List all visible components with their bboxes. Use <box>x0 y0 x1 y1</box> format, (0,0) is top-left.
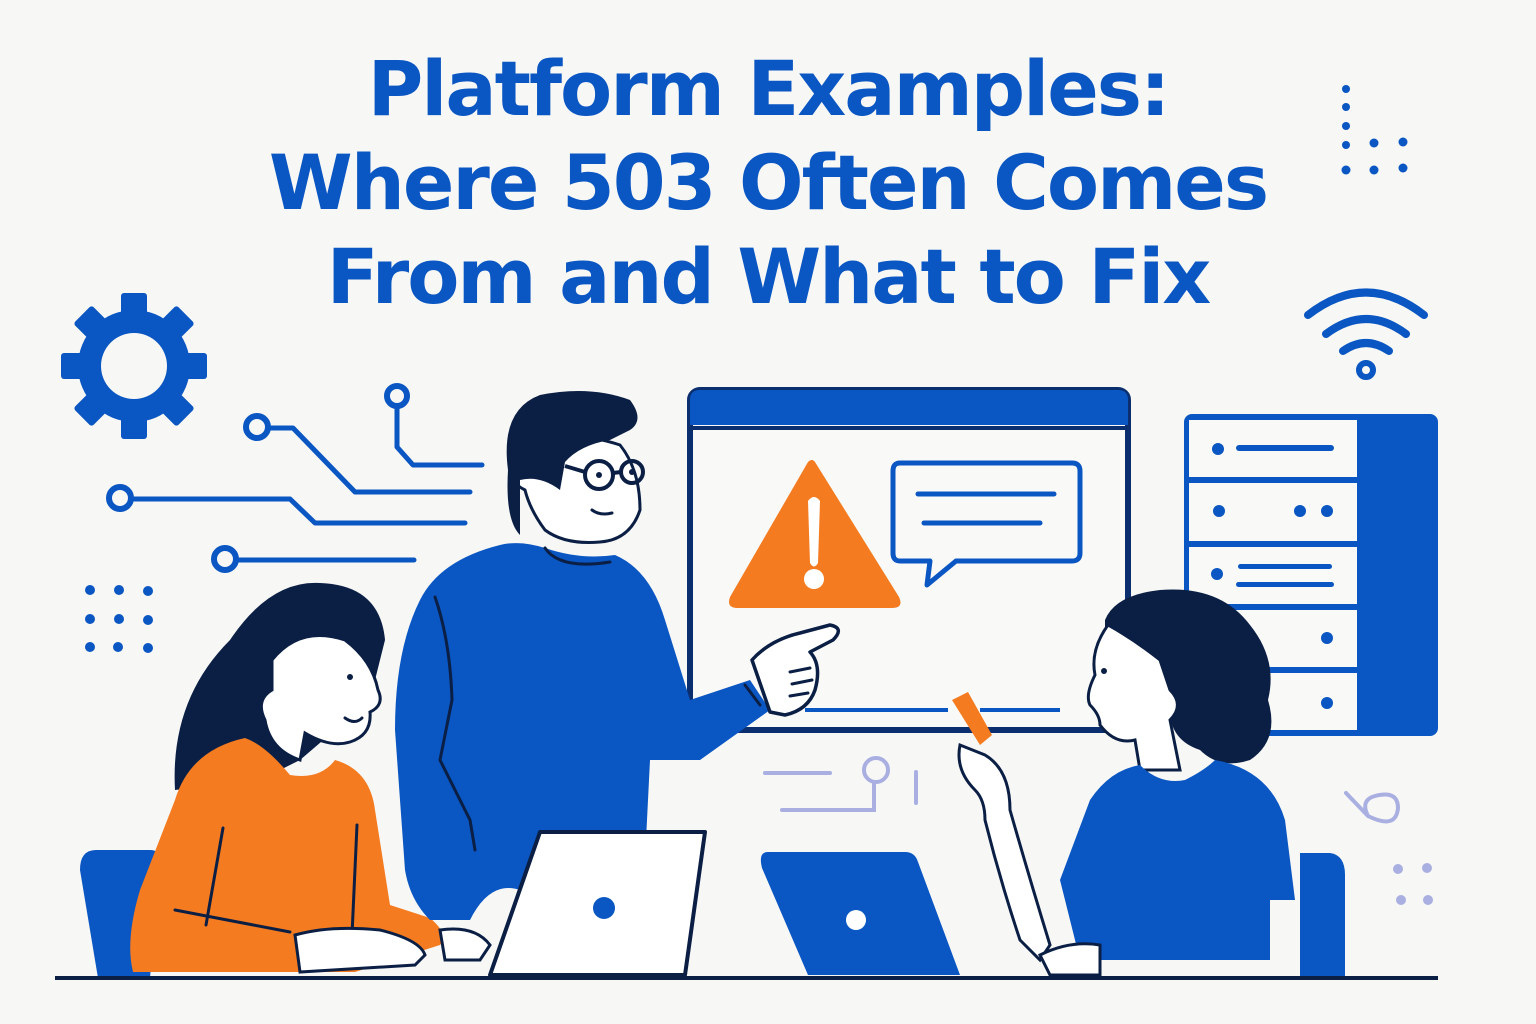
dot-grid-icon <box>1393 863 1433 905</box>
title-line-3: From and What to Fix <box>326 232 1212 321</box>
dot-grid-icon <box>1341 85 1408 175</box>
warning-triangle-icon: ! <box>0 0 901 608</box>
alert-symbol: ! <box>0 0 1 1</box>
speech-bubble-icon <box>890 460 1083 588</box>
pencil-icon <box>952 692 992 745</box>
person-right-hair <box>1105 589 1272 764</box>
title-line-1: Platform Examples: <box>367 44 1171 133</box>
laptop-icon <box>488 830 707 977</box>
person-right-blue-shirt <box>1060 760 1295 960</box>
page-title: Platform Examples: Where 503 Often Comes… <box>0 42 1536 324</box>
faint-circuit-icon <box>763 756 1401 824</box>
chair-right <box>1300 853 1345 978</box>
glasses-icon <box>564 459 645 491</box>
wifi-icon <box>1304 288 1428 380</box>
gear-icon <box>61 293 207 439</box>
title-line-2: Where 503 Often Comes <box>268 138 1269 227</box>
dot-grid-icon <box>85 585 153 653</box>
laptop-icon <box>760 852 960 975</box>
person-center-hair <box>506 391 638 535</box>
person-center-blue-sweater <box>395 543 770 920</box>
circuit-lines-icon <box>106 383 485 573</box>
